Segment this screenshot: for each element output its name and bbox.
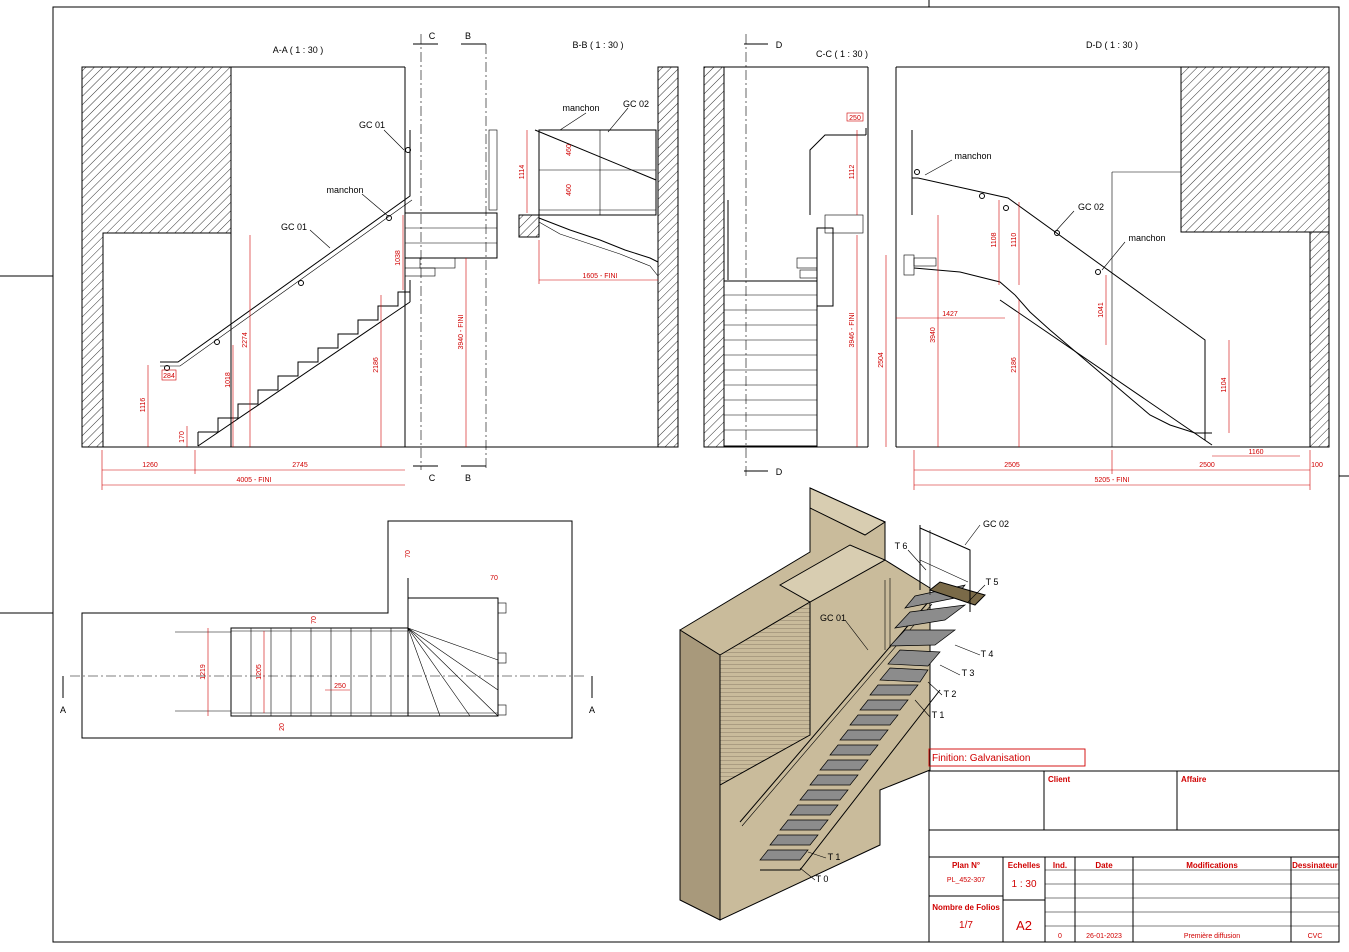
- dim-bb-1605: 1605 - FINI: [582, 273, 617, 280]
- row-modification: Première diffusion: [1184, 933, 1240, 940]
- dim-dd-1104: 1104: [1221, 377, 1228, 392]
- label-dd-manchon-mid: manchon: [1128, 233, 1165, 243]
- folios-label: Nombre de Folios: [932, 903, 1000, 912]
- finition-text: Finition: Galvanisation: [932, 753, 1030, 764]
- section-mark-b-bottom: B: [465, 473, 471, 483]
- label-manchon: manchon: [326, 185, 363, 195]
- format-value: A2: [1016, 918, 1032, 933]
- dim-cc-3946: 3946 - FINI: [849, 312, 856, 347]
- dim-1038: 1038: [395, 250, 402, 266]
- section-mark-b-top: B: [465, 31, 471, 41]
- dim-dd-1160: 1160: [1248, 449, 1263, 456]
- dim-dd-3940: 3940: [930, 327, 937, 343]
- dim-3940: 3940 - FINI: [458, 314, 465, 349]
- finition-note: Finition: Galvanisation: [928, 748, 1086, 767]
- label-gc01-mid: GC 01: [281, 222, 307, 232]
- label-dd-manchon-top: manchon: [954, 151, 991, 161]
- col-modifications: Modifications: [1186, 861, 1238, 870]
- label-iso-t1-lower: T 1: [828, 852, 841, 862]
- view-section-bb: B-B ( 1 : 30 ) manchon GC 02 1114 460 46…: [518, 40, 679, 448]
- client-label: Client: [1048, 775, 1071, 784]
- view-section-dd: D-D ( 1 : 30 ) manchon GC 02 manchon 110…: [895, 40, 1330, 490]
- label-iso-t6: T 6: [895, 541, 908, 551]
- dim-1018: 1018: [225, 372, 232, 388]
- label-iso-t1-upper: T 1: [932, 710, 945, 720]
- dim-dd-100: 100: [1311, 462, 1323, 469]
- label-iso-t3: T 3: [962, 668, 975, 678]
- dim-plan-250: 250: [334, 683, 346, 690]
- view-title-dd: D-D ( 1 : 30 ): [1086, 40, 1138, 50]
- dim-plan-1219: 1219: [200, 664, 207, 680]
- row-dessinateur: CVC: [1308, 933, 1323, 940]
- dim-dd-1108: 1108: [991, 232, 998, 247]
- view-isometric: GC 02 T 6 T 5 GC 01 T 4 T 3 T 2 T 1 T 1 …: [679, 487, 1009, 921]
- view-section-aa: A-A ( 1 : 30 ) C B C B: [81, 31, 540, 490]
- view-plan: A A 70 70 70 1219 1205 250 20: [60, 520, 595, 739]
- dim-dd-5205: 5205 - FINI: [1094, 477, 1129, 484]
- view-title-bb: B-B ( 1 : 30 ): [572, 40, 623, 50]
- echelles-label: Echelles: [1008, 861, 1041, 870]
- dim-2186: 2186: [373, 357, 380, 373]
- dim-plan-70a: 70: [405, 550, 412, 558]
- dim-1260: 1260: [142, 462, 158, 469]
- label-bb-manchon: manchon: [562, 103, 599, 113]
- label-iso-t2: T 2: [944, 689, 957, 699]
- label-iso-gc02: GC 02: [983, 519, 1009, 529]
- dim-dd-2186: 2186: [1011, 357, 1018, 373]
- label-iso-t5: T 5: [986, 577, 999, 587]
- dim-cc-250: 250: [849, 115, 861, 122]
- dim-cc-2504: 2504: [878, 352, 885, 368]
- row-date: 26-01-2023: [1086, 933, 1122, 940]
- label-bb-gc02: GC 02: [623, 99, 649, 109]
- dim-bb-460a: 460: [566, 144, 573, 156]
- echelle-value: 1 : 30: [1011, 879, 1036, 890]
- row-ind: 0: [1058, 933, 1062, 940]
- view-title-cc: C-C ( 1 : 30 ): [816, 49, 868, 59]
- dim-dd-1041: 1041: [1098, 302, 1105, 318]
- title-block: Client Affaire Plan N° PL_452-307 Echell…: [928, 770, 1340, 943]
- label-dd-gc02: GC 02: [1078, 202, 1104, 212]
- dim-bb-460b: 460: [566, 184, 573, 196]
- dim-4005: 4005 - FINI: [236, 477, 271, 484]
- dim-dd-1427: 1427: [942, 311, 958, 318]
- dim-2274: 2274: [242, 332, 249, 348]
- folio-value: 1/7: [959, 920, 973, 931]
- dim-cc-1112: 1112: [849, 165, 856, 180]
- label-gc01-top: GC 01: [359, 120, 385, 130]
- dim-2745: 2745: [292, 462, 308, 469]
- affaire-label: Affaire: [1181, 775, 1207, 784]
- col-date: Date: [1095, 861, 1113, 870]
- dim-170: 170: [179, 431, 186, 443]
- section-mark-c-bottom: C: [429, 473, 436, 483]
- plan-no-label: Plan N°: [952, 861, 980, 870]
- label-iso-t4: T 4: [981, 649, 994, 659]
- dim-284: 284: [163, 373, 175, 380]
- dim-bb-1114: 1114: [519, 165, 526, 180]
- dim-dd-2505: 2505: [1004, 462, 1020, 469]
- dim-plan-20: 20: [279, 723, 286, 731]
- label-iso-gc01: GC 01: [820, 613, 846, 623]
- section-mark-a-left: A: [60, 705, 66, 715]
- view-title-aa: A-A ( 1 : 30 ): [273, 45, 324, 55]
- section-mark-a-right: A: [589, 705, 595, 715]
- dim-plan-70c: 70: [311, 616, 318, 624]
- label-iso-t0: T 0: [816, 874, 829, 884]
- section-mark-c-top: C: [429, 31, 436, 41]
- dim-plan-1205: 1205: [256, 664, 263, 680]
- col-dessinateur: Dessinateur: [1292, 861, 1338, 870]
- section-mark-d-bottom: D: [776, 467, 783, 477]
- dim-1116: 1116: [140, 398, 147, 413]
- dim-plan-70b: 70: [490, 575, 498, 582]
- plan-no-value: PL_452-307: [947, 877, 985, 884]
- dim-dd-2500: 2500: [1199, 462, 1215, 469]
- view-section-cc: C-C ( 1 : 30 ) D D 250 1112 3946 - FINI: [703, 34, 887, 477]
- dim-dd-1110: 1110: [1011, 233, 1018, 248]
- section-mark-d-top: D: [776, 40, 783, 50]
- col-ind: Ind.: [1053, 861, 1067, 870]
